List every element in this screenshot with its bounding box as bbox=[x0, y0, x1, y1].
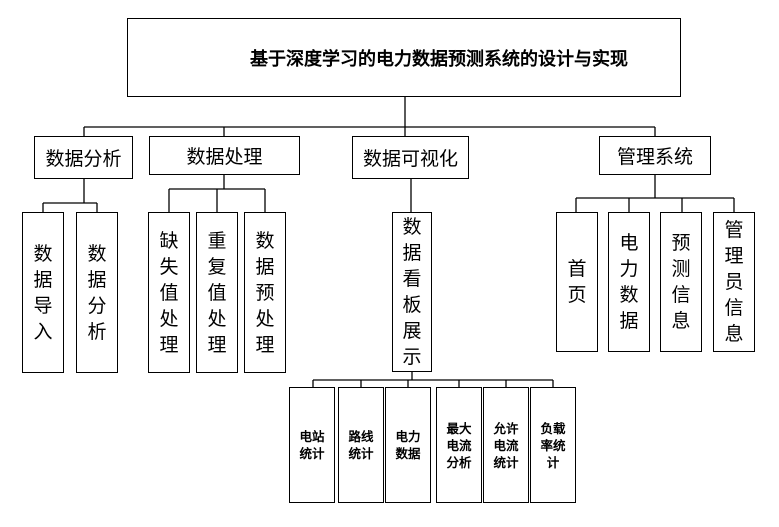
root-title: 基于深度学习的电力数据预测系统的设计与实现 bbox=[250, 48, 628, 70]
node-duplicate-value-handling: 重复值处理 bbox=[196, 212, 238, 373]
node-allowed-current-stats: 允许电流统计 bbox=[483, 387, 529, 503]
node-home-page: 首页 bbox=[556, 212, 598, 352]
module-management-system: 管理系统 bbox=[599, 136, 711, 175]
node-data-analysis-label: 数据分析 bbox=[87, 242, 107, 343]
node-missing-value-handling-label: 缺失值处理 bbox=[159, 229, 179, 356]
node-data-import: 数据导入 bbox=[22, 212, 64, 373]
node-load-rate-stats-label: 负载率统计 bbox=[540, 420, 566, 470]
node-home-page-label: 首页 bbox=[567, 258, 587, 306]
node-data-preprocessing: 数据预处理 bbox=[244, 212, 286, 373]
module-management-system-label: 管理系统 bbox=[616, 146, 693, 168]
node-data-import-label: 数据导入 bbox=[33, 242, 53, 343]
node-allowed-current-stats-label: 允许电流统计 bbox=[493, 420, 519, 470]
module-data-analysis: 数据分析 bbox=[34, 136, 133, 179]
node-prediction-info-label: 预测信息 bbox=[671, 232, 691, 332]
node-station-stats-label: 电站统计 bbox=[299, 429, 325, 461]
module-data-visualization: 数据可视化 bbox=[352, 136, 469, 179]
node-power-data: 电力数据 bbox=[608, 212, 650, 352]
node-route-stats: 路线统计 bbox=[338, 387, 384, 503]
node-route-stats-label: 路线统计 bbox=[348, 429, 374, 461]
module-data-visualization-label: 数据可视化 bbox=[362, 148, 458, 170]
node-station-stats: 电站统计 bbox=[289, 387, 335, 503]
node-load-rate-stats: 负载率统计 bbox=[530, 387, 576, 503]
node-missing-value-handling: 缺失值处理 bbox=[148, 212, 190, 373]
node-dashboard-display-label: 数据看板展示 bbox=[402, 216, 422, 368]
node-data-analysis: 数据分析 bbox=[76, 212, 118, 373]
module-data-processing: 数据处理 bbox=[149, 136, 300, 175]
node-admin-info: 管理员信息 bbox=[713, 212, 755, 352]
node-max-current-analysis: 最大电流分析 bbox=[436, 387, 482, 503]
node-power-data-viz: 电力数据 bbox=[385, 387, 431, 503]
node-dashboard-display: 数据看板展示 bbox=[392, 212, 432, 372]
node-duplicate-value-handling-label: 重复值处理 bbox=[207, 229, 227, 356]
node-data-preprocessing-label: 数据预处理 bbox=[255, 229, 275, 356]
node-power-data-label: 电力数据 bbox=[619, 232, 639, 332]
node-max-current-analysis-label: 最大电流分析 bbox=[446, 420, 472, 470]
node-admin-info-label: 管理员信息 bbox=[724, 219, 744, 345]
module-data-analysis-label: 数据分析 bbox=[45, 148, 122, 170]
module-data-processing-label: 数据处理 bbox=[186, 146, 263, 168]
node-prediction-info: 预测信息 bbox=[660, 212, 702, 352]
node-power-data-viz-label: 电力数据 bbox=[395, 429, 421, 461]
root-title-box: 基于深度学习的电力数据预测系统的设计与实现 bbox=[127, 18, 681, 97]
